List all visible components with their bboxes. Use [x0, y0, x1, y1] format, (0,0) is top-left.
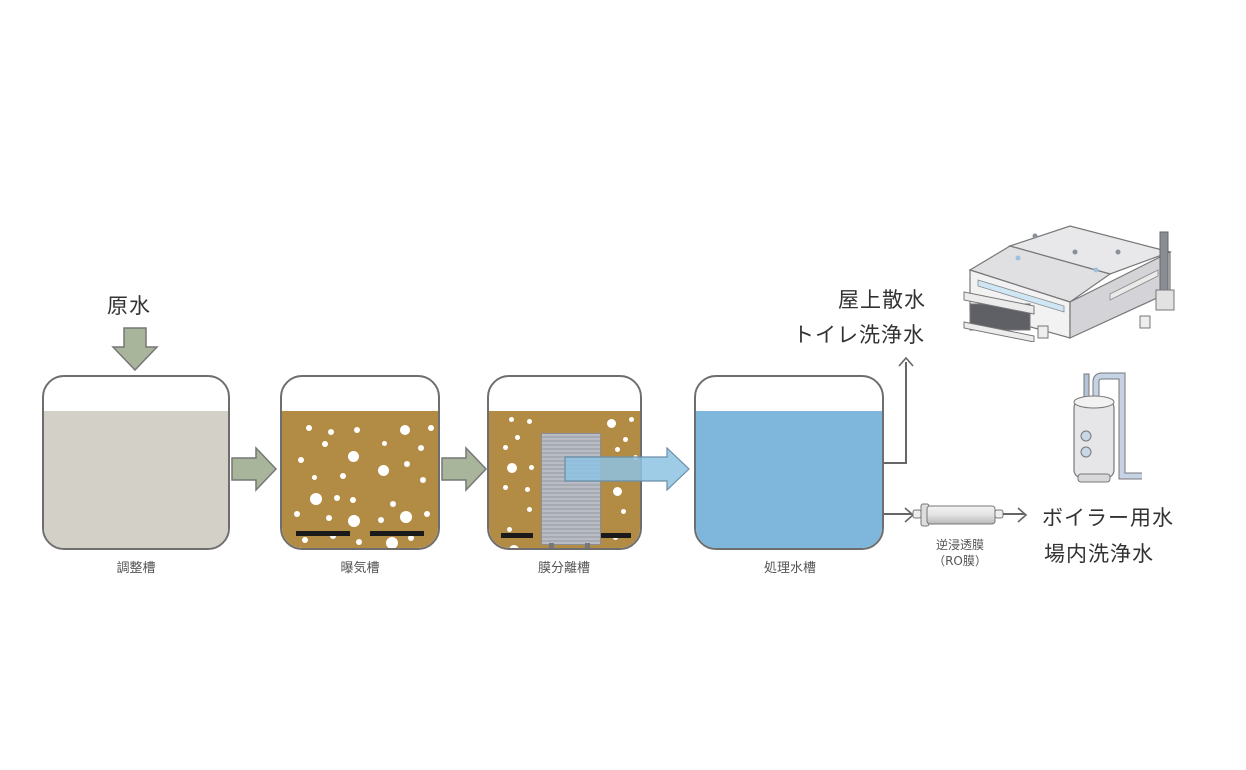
raw-water-label: 原水: [107, 294, 151, 318]
flow-arrow-icon: [231, 446, 278, 492]
pipe: [905, 362, 907, 464]
adjustment-tank-label: 調整槽: [116, 561, 156, 576]
upper-output-label-1: 屋上散水: [838, 288, 926, 312]
tank-fill: [282, 411, 438, 548]
ro-membrane-icon: [912, 503, 1004, 527]
treated-water-tank: [694, 375, 884, 550]
boiler-icon: [1073, 372, 1142, 483]
permeate-arrow-icon: [564, 447, 690, 491]
adjustment-tank: [42, 375, 230, 550]
diffuser-bar: [370, 531, 424, 536]
lower-output-label-2: 場内洗浄水: [1044, 542, 1154, 566]
down-arrow-icon: [111, 327, 159, 372]
tank-fill: [696, 411, 882, 548]
diffuser-bar: [599, 533, 631, 538]
aeration-tank-label: 曝気槽: [340, 561, 380, 576]
pipe: [884, 513, 912, 515]
upper-output-label-2: トイレ洗浄水: [793, 323, 925, 347]
ro-membrane-label: 逆浸透膜 （RO膜）: [933, 538, 987, 568]
treated-water-tank-label: 処理水槽: [763, 561, 816, 576]
lower-output-label-1: ボイラー用水: [1042, 506, 1174, 530]
pipe: [1003, 513, 1025, 515]
tank-fill: [44, 411, 228, 548]
aeration-tank: [280, 375, 440, 550]
diffuser-bar: [501, 533, 533, 538]
up-arrowhead-icon: [898, 356, 914, 367]
membrane-module: [541, 433, 601, 545]
membrane-tank-label: 膜分離槽: [537, 561, 590, 576]
diffuser-bar: [296, 531, 350, 536]
building-icon: [963, 225, 1175, 342]
flow-arrow-icon: [441, 446, 488, 492]
right-arrowhead-icon: [1017, 507, 1028, 523]
pipe: [884, 462, 906, 464]
